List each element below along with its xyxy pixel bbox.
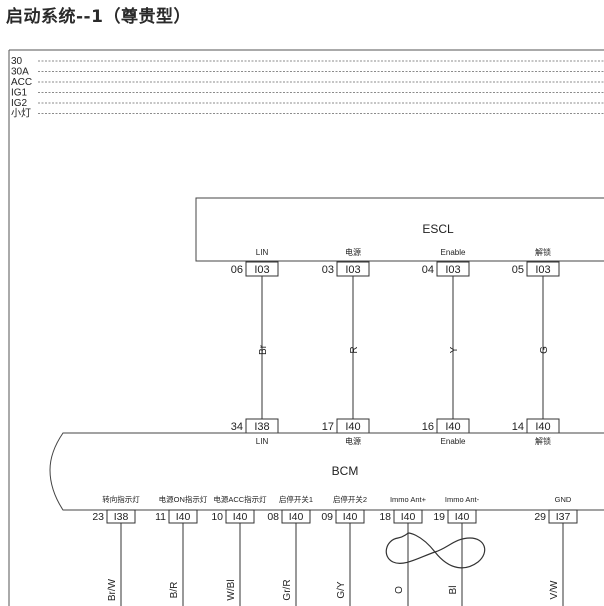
bcm-bottom-pin-num-3: 08 [267,511,279,523]
bcm-bottom-connector-2: I40 [233,511,248,523]
bcm-top-pin-label-3: 解锁 [535,436,551,446]
bcm-box [49,432,604,511]
rail-label-5: 小灯 [11,108,31,120]
rail-label-1: 30A [11,67,29,78]
bcm-bottom-wire-color-7: V/W [549,580,560,599]
bcm-top-connector-2: I40 [445,421,460,433]
bcm-top-connector-0: I38 [254,421,269,433]
escl-pin-label-1: 电源 [345,247,361,257]
escl-pin-num-3: 05 [512,264,524,276]
bcm-top-pin-label-1: 电源 [345,436,361,446]
bcm-bottom-wire-color-0: Br/W [107,578,118,601]
bcm-bottom-pin-label-5: Immo Ant+ [390,495,427,504]
rail-label-0: 30 [11,56,23,67]
bcm-bottom-wire-color-3: Gr/R [282,579,293,600]
escl-pin-label-3: 解锁 [535,247,551,257]
bcm-top-pin-label-2: Enable [441,437,466,446]
bcm-name: BCM [332,464,359,478]
bcm-bottom-connector-1: I40 [176,511,191,523]
bcm-top-connector-1: I40 [345,421,360,433]
bcm-bottom-pin-label-3: 启停开关1 [279,494,313,504]
bcm-bottom-pin-num-4: 09 [321,511,333,523]
escl-pin-label-0: LIN [256,248,269,257]
bcm-bottom-pin-label-2: 电源ACC指示灯 [213,494,267,504]
bcm-bottom-connector-3: I40 [289,511,304,523]
bcm-bottom-wire-color-6: Bl [448,586,459,595]
escl-pin-num-0: 06 [231,264,243,276]
bcm-bottom-pin-num-5: 18 [379,511,391,523]
bcm-bottom-pin-num-1: 11 [155,511,166,523]
wire-color-1: R [349,346,360,353]
bcm-bottom-connector-4: I40 [343,511,358,523]
bcm-top-pin-num-3: 14 [512,421,524,433]
bcm-bottom-pin-num-2: 10 [211,511,223,523]
bcm-bottom-pin-num-0: 23 [92,511,104,523]
bcm-top-pin-num-1: 17 [322,421,334,433]
bcm-top-connector-3: I40 [535,421,550,433]
rail-label-4: IG2 [11,98,28,109]
bcm-bottom-pin-label-0: 转向指示灯 [102,494,140,504]
bcm-top-pin-num-2: 16 [422,421,434,433]
bcm-bottom-pin-label-1: 电源ON指示灯 [159,494,208,504]
escl-connector-3: I03 [535,264,550,276]
escl-connector-1: I03 [345,264,360,276]
escl-pin-num-2: 04 [422,264,434,276]
wire-color-0: Br [258,344,269,355]
bcm-bottom-pin-label-6: Immo Ant- [445,495,480,504]
bcm-bottom-connector-7: I37 [556,511,571,523]
bcm-bottom-connector-0: I38 [114,511,129,523]
bcm-bottom-wire-color-5: O [394,586,405,594]
escl-pin-label-2: Enable [441,248,466,257]
bcm-bottom-pin-num-7: 29 [534,511,546,523]
antenna-coil [385,532,486,569]
escl-connector-2: I03 [445,264,460,276]
wire-color-3: G [539,346,550,354]
rail-label-2: ACC [11,77,32,88]
escl-pin-num-1: 03 [322,264,334,276]
diagram-title: 启动系统--1（尊贵型） [6,7,191,27]
rail-label-3: IG1 [11,88,28,99]
bcm-bottom-wire-color-4: G/Y [336,581,347,599]
escl-connector-0: I03 [254,264,269,276]
bcm-bottom-connector-5: I40 [401,511,416,523]
bcm-bottom-pin-label-4: 启停开关2 [333,494,367,504]
bcm-bottom-pin-num-6: 19 [433,511,445,523]
escl-name: ESCL [422,222,454,236]
bcm-bottom-connector-6: I40 [455,511,470,523]
escl-box [195,197,604,262]
bcm-bottom-pin-label-7: GND [555,495,572,504]
bcm-bottom-wire-color-2: W/Bl [226,579,237,600]
bcm-top-pin-num-0: 34 [231,421,243,433]
wire-color-2: Y [449,346,460,353]
bcm-top-pin-label-0: LIN [256,437,269,446]
bcm-bottom-wire-color-1: B/R [169,582,180,599]
